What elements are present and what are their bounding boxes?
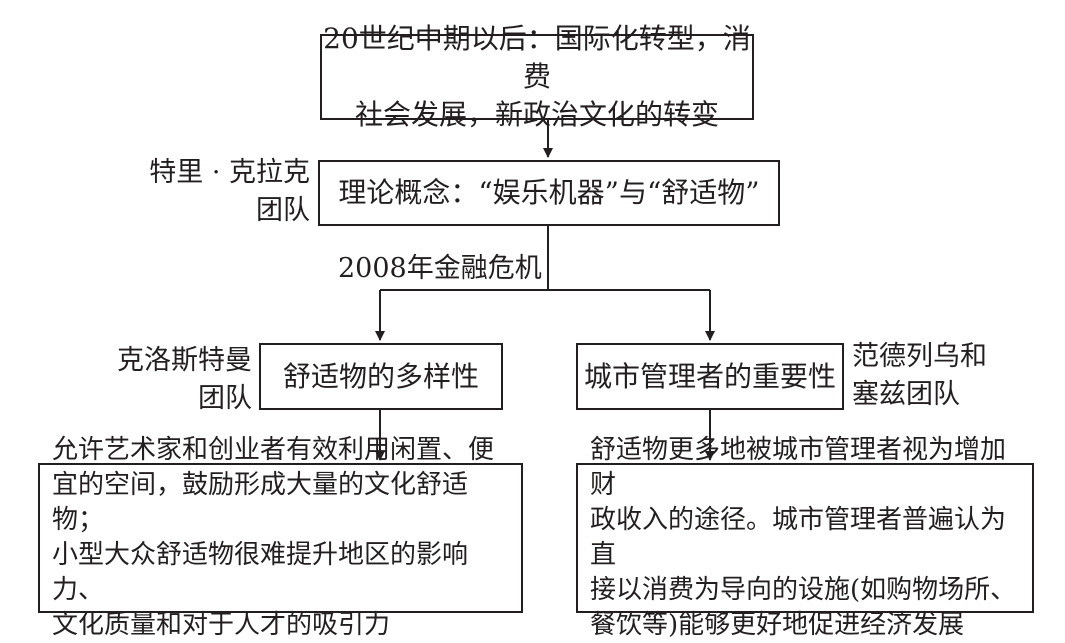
label-glossman-team: 克洛斯特曼 团队 xyxy=(117,345,252,414)
node-top-context-text: 20世纪中期以后：国际化转型，消费 社会发展，新政治文化的转变 xyxy=(323,22,751,131)
label-clark-team: 特里 · 克拉克 团队 xyxy=(149,157,310,226)
node-diversity-text: 舒适物的多样性 xyxy=(282,359,479,393)
label-financial-crisis: 2008年金融危机 xyxy=(338,253,542,284)
node-managers-text: 城市管理者的重要性 xyxy=(583,359,836,393)
node-left-bottom-text: 允许艺术家和创业者有效利用闲置、便 宜的空间，鼓励形成大量的文化舒适物； 小型大… xyxy=(52,435,495,640)
node-top-context: 20世纪中期以后：国际化转型，消费 社会发展，新政治文化的转变 xyxy=(320,22,754,131)
node-right-bottom: 舒适物更多地被城市管理者视为增加财 政收入的途径。城市管理者普遍认为直 接以消费… xyxy=(576,435,1034,640)
label-fan-team: 范德列乌和 塞兹团队 xyxy=(852,341,987,410)
node-diversity: 舒适物的多样性 xyxy=(259,343,503,410)
node-managers: 城市管理者的重要性 xyxy=(576,343,844,410)
node-theory-text: 理论概念：“娱乐机器”与“舒适物” xyxy=(338,176,760,209)
node-theory: 理论概念：“娱乐机器”与“舒适物” xyxy=(318,160,780,226)
connector-lines xyxy=(375,120,715,461)
node-right-bottom-text: 舒适物更多地被城市管理者视为增加财 政收入的途径。城市管理者普遍认为直 接以消费… xyxy=(590,435,1017,640)
node-left-bottom: 允许艺术家和创业者有效利用闲置、便 宜的空间，鼓励形成大量的文化舒适物； 小型大… xyxy=(38,435,523,640)
